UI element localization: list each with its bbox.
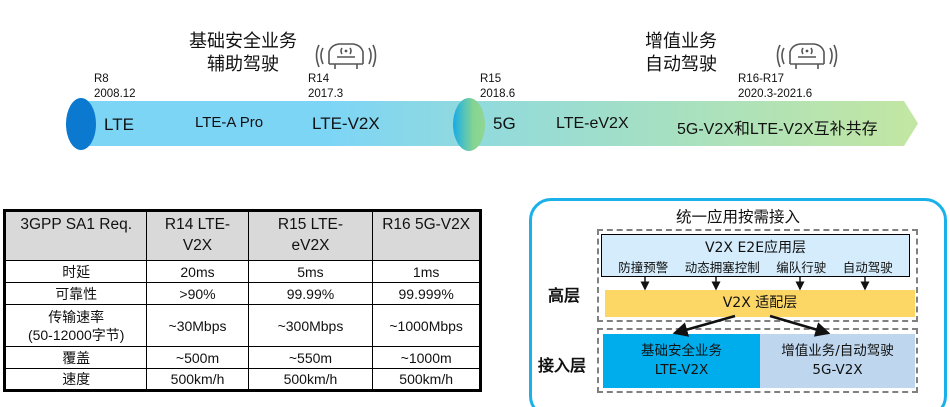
table-cell: ~500m xyxy=(146,346,249,369)
access-layer-group xyxy=(597,328,918,393)
access-line2: LTE-V2X xyxy=(654,362,709,378)
table-header-row: 3GPP SA1 Req. R14 LTE- V2X R15 LTE-eV2X R… xyxy=(3,210,481,261)
row-label: 时延 xyxy=(3,260,148,283)
phase1-title-line1: 基础安全业务 xyxy=(189,31,297,52)
access-5g-v2x: 增值业务/自动驾驶 5G-V2X xyxy=(760,334,915,388)
table-cell: ~1000Mbps xyxy=(372,304,481,347)
header-cell: R14 LTE- V2X xyxy=(146,210,249,261)
v2x-app-layer: V2X E2E应用层 防撞预警 动态拥塞控制 编队行驶 自动驾驶 xyxy=(601,234,910,277)
table-row: 传输速率(50-12000字节) ~30Mbps ~300Mbps ~1000M… xyxy=(3,304,481,347)
release-r15: R15 2018.6 xyxy=(480,72,515,102)
release-r16-r17: R16-R17 2020.3-2021.6 xyxy=(738,72,812,102)
row-label: 可靠性 xyxy=(3,282,148,305)
access-line2: 5G-V2X xyxy=(812,362,863,378)
release-name: R8 xyxy=(94,73,109,85)
segment-5g: 5G xyxy=(493,114,516,133)
architecture-title: 统一应用按需接入 xyxy=(675,208,800,226)
row-label: 速度 xyxy=(3,368,148,391)
app-items: 防撞预警 动态拥塞控制 编队行驶 自动驾驶 xyxy=(602,257,909,276)
table-cell: 500km/h xyxy=(247,368,374,391)
app-item-autonomous-driving: 自动驾驶 xyxy=(842,260,893,275)
app-item-platooning: 编队行驶 xyxy=(776,260,827,275)
header-text: R14 LTE- xyxy=(164,216,231,233)
access-layer-label: 接入层 xyxy=(538,356,587,375)
release-date: 2008.12 xyxy=(94,88,136,100)
segment-lte: LTE xyxy=(104,115,134,134)
release-name: R15 xyxy=(480,73,502,85)
lte-start-cap xyxy=(66,98,96,150)
release-date: 2020.3-2021.6 xyxy=(738,88,813,100)
row-label: 传输速率(50-12000字节) xyxy=(3,304,148,347)
table-cell: >90% xyxy=(146,282,249,305)
row-label-line2: (50-12000字节) xyxy=(27,326,125,343)
row-label-line1: 传输速率 xyxy=(48,308,105,325)
requirements-table: 3GPP SA1 Req. R14 LTE- V2X R15 LTE-eV2X R… xyxy=(3,209,482,392)
table-cell: 99.999% xyxy=(372,282,481,305)
table-cell: ~550m xyxy=(247,346,374,369)
table-cell: ~1000m xyxy=(372,346,481,369)
v2x-adapt-layer: V2X 适配层 xyxy=(605,290,915,317)
header-text: R15 LTE- xyxy=(277,216,344,233)
release-name: R14 xyxy=(308,73,330,85)
table-row: 速度 500km/h 500km/h 500km/h xyxy=(3,368,481,391)
access-line1: 增值业务/自动驾驶 xyxy=(781,343,894,359)
table-row: 时延 20ms 5ms 1ms xyxy=(3,260,481,283)
segment-lte-a-pro: LTE-A Pro xyxy=(195,114,264,131)
header-cell: R15 LTE-eV2X xyxy=(247,210,374,261)
access-lte-v2x: 基础安全业务 LTE-V2X xyxy=(603,334,760,388)
app-item-collision-warning: 防撞预警 xyxy=(618,260,669,275)
access-line1: 基础安全业务 xyxy=(641,343,722,359)
5g-start-cap xyxy=(453,98,485,151)
segment-5g-v2x-coexist: 5G-V2X和LTE-V2X互补共存 xyxy=(677,121,878,138)
table-row: 覆盖 ~500m ~550m ~1000m xyxy=(3,346,481,369)
app-item-congestion-control: 动态拥塞控制 xyxy=(684,260,760,275)
table-cell: 500km/h xyxy=(372,368,481,391)
segment-lte-v2x: LTE-V2X xyxy=(312,114,380,133)
header-text: V2X xyxy=(182,237,213,254)
table-cell: 5ms xyxy=(247,260,374,283)
release-name: R16-R17 xyxy=(738,73,785,85)
segment-lte-ev2x: LTE-eV2X xyxy=(556,115,629,132)
table-cell: ~30Mbps xyxy=(146,304,249,347)
release-date: 2018.6 xyxy=(480,88,516,100)
table-cell: 500km/h xyxy=(146,368,249,391)
phase2-title: 增值业务 自动驾驶 xyxy=(645,30,717,76)
timeline-arrow-bar xyxy=(78,101,918,146)
app-layer-title: V2X E2E应用层 xyxy=(704,240,807,256)
table-cell: 99.99% xyxy=(247,282,374,305)
header-cell: R16 5G-V2X xyxy=(372,210,481,261)
phase1-title-line2: 辅助驾驶 xyxy=(207,54,279,75)
connected-car-icon xyxy=(776,43,838,69)
header-text: eV2X xyxy=(291,237,330,254)
phase1-title: 基础安全业务 辅助驾驶 xyxy=(189,30,297,76)
header-cell: 3GPP SA1 Req. xyxy=(3,210,148,261)
release-r8: R8 2008.12 xyxy=(94,72,136,102)
table-cell: 1ms xyxy=(372,260,481,283)
header-text: R16 5G-V2X xyxy=(382,216,471,233)
phase2-title-line1: 增值业务 xyxy=(645,31,717,52)
row-label: 覆盖 xyxy=(3,346,148,369)
high-layer-label: 高层 xyxy=(548,286,581,305)
architecture-frame xyxy=(529,198,947,407)
release-date: 2017.3 xyxy=(308,88,344,100)
phase2-title-line2: 自动驾驶 xyxy=(645,54,717,75)
high-layer-group xyxy=(597,229,918,322)
table-cell: 20ms xyxy=(146,260,249,283)
connected-car-icon xyxy=(315,43,377,69)
header-text: 3GPP SA1 Req. xyxy=(20,216,133,233)
table-row: 可靠性 >90% 99.99% 99.999% xyxy=(3,282,481,305)
table-cell: ~300Mbps xyxy=(247,304,374,347)
release-r14: R14 2017.3 xyxy=(308,72,343,102)
